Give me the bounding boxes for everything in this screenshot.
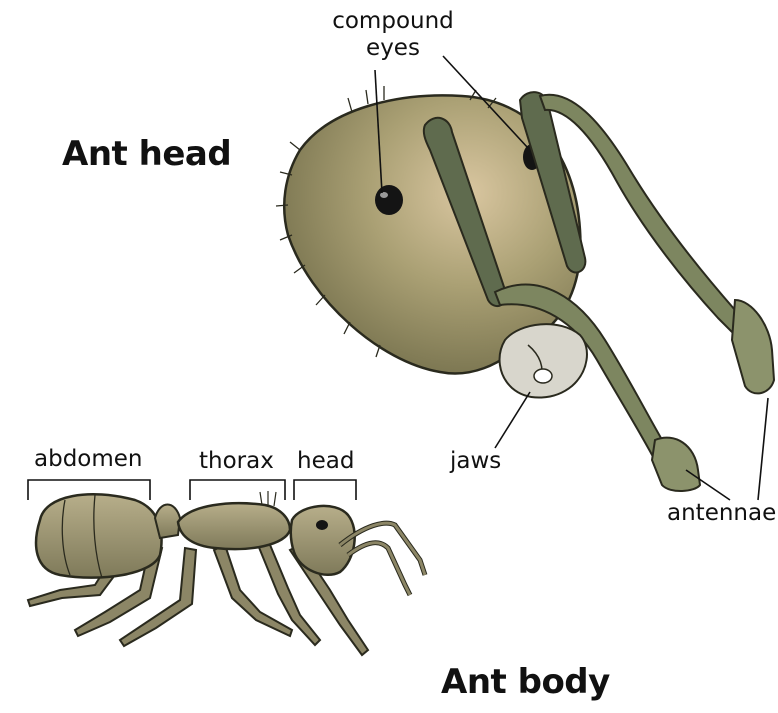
antenna-right-club [732, 300, 774, 393]
ant-head-drawing [276, 86, 774, 491]
head-bracket [294, 480, 356, 500]
thorax-drawing [178, 503, 290, 549]
jaws-drawing [500, 324, 587, 397]
compound-eye-left [375, 185, 403, 215]
antenna-left-club [652, 438, 700, 491]
ant-body-drawing [28, 491, 425, 655]
thorax-bracket [190, 480, 285, 500]
